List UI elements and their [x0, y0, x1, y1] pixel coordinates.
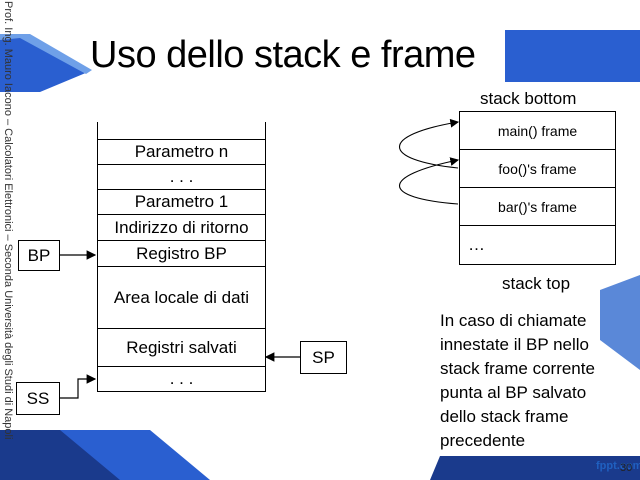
stack-cell-ellipsis: . . .	[98, 165, 265, 190]
ss-arrow	[60, 374, 97, 399]
frame-ellipsis: …	[468, 235, 485, 254]
stack-cell-indirizzo-ritorno: Indirizzo di ritorno	[98, 215, 265, 241]
frame-foo: foo()'s frame	[460, 150, 615, 188]
stack-cell-open-top	[98, 122, 265, 140]
bp-pointer-box: BP	[18, 240, 60, 271]
stack-cell-ellipsis-bottom: . . .	[98, 367, 265, 392]
stack-cell-registro-bp: Registro BP	[98, 241, 265, 267]
stack-top-label: stack top	[502, 274, 571, 293]
stack-cell-parametro-n: Parametro n	[98, 140, 265, 165]
page-number: 30	[620, 462, 633, 474]
frames-diagram: main() frame foo()'s frame bar()'s frame…	[459, 111, 616, 265]
frame-link-foo-to-main	[398, 118, 460, 169]
brand-logo: fppt.com	[596, 460, 640, 472]
stack-cell-area-locale: Area locale di dati	[98, 267, 265, 329]
ss-pointer-box: SS	[16, 382, 60, 415]
stack-diagram: Parametro n . . . Parametro 1 Indirizzo …	[97, 122, 266, 392]
explanation-note: In caso di chiamate innestate il BP nell…	[440, 311, 595, 450]
frame-link-bar-to-foo	[398, 157, 460, 205]
stack-cell-registri-salvati: Registri salvati	[98, 329, 265, 367]
frame-bar: bar()'s frame	[460, 188, 615, 226]
stack-bottom-label: stack bottom	[480, 89, 577, 108]
stack-cell-parametro-1: Parametro 1	[98, 190, 265, 215]
slide-title: Uso dello stack e frame	[90, 34, 476, 76]
sp-pointer-box: SP	[300, 341, 347, 374]
frame-main: main() frame	[460, 112, 615, 150]
